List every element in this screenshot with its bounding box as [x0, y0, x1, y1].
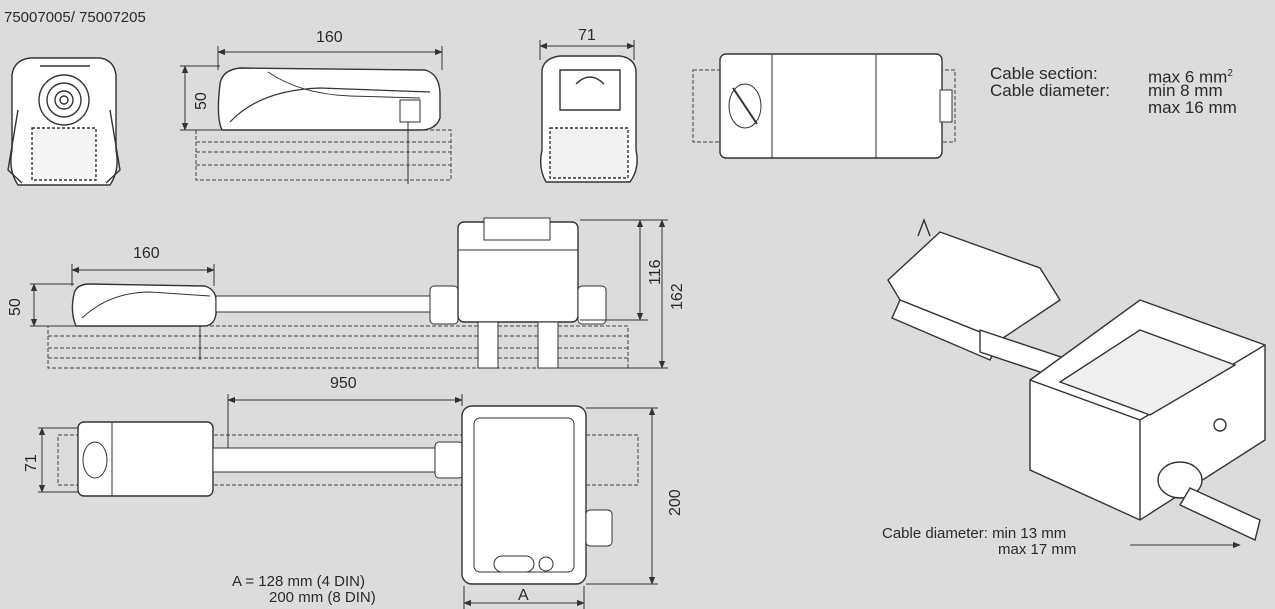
cable-section-value-text: max 6 mm: [1148, 67, 1228, 87]
isometric-view: [887, 218, 1266, 541]
iso-cable-min: min 13 mm: [992, 525, 1067, 542]
dim-cable-length: 950: [330, 375, 357, 392]
part-numbers: 75007005/ 75007205: [4, 9, 146, 26]
assembly-side-view: [47, 217, 629, 369]
dim-mid-length: 160: [133, 245, 160, 262]
cable-diameter-max: max 16 mm: [1148, 98, 1237, 117]
connector-side-view: [195, 67, 452, 184]
dimension-lines: [30, 40, 1241, 609]
cable-section-value: max 6 mm2: [1148, 65, 1233, 87]
dim-box-depth: 200: [667, 489, 684, 516]
iso-cable-max: max 17 mm: [998, 541, 1077, 558]
connector-plan-view: [692, 53, 956, 159]
cable-diameter-label: Cable diameter:: [990, 81, 1111, 100]
dim-box-height-inner: 116: [647, 259, 664, 285]
iso-cable-note: Cable diameter: min 13 mm max 17 mm: [882, 526, 1076, 558]
dim-top-height: 50: [193, 92, 210, 110]
dim-box-width-label: A: [518, 587, 529, 604]
cable-diameter-min: min 8 mm: [1148, 81, 1223, 100]
dim-top-length: 160: [316, 29, 343, 46]
cable-section-label: Cable section:: [990, 64, 1098, 83]
dim-plan-width: 71: [23, 454, 40, 472]
box-size-line2: 200 mm (8 DIN): [269, 589, 376, 606]
assembly-plan-view: [57, 405, 639, 585]
dim-end-width: 71: [578, 27, 596, 44]
cable-section-sup: 2: [1227, 68, 1233, 79]
box-size-line1: A = 128 mm (4 DIN): [232, 573, 365, 590]
dim-mid-height: 50: [7, 298, 24, 316]
dim-box-height-total: 162: [669, 283, 686, 310]
iso-cable-label: Cable diameter: min 13 mm: [882, 526, 1066, 542]
connector-end-view: [539, 55, 638, 183]
box-size-note: A = 128 mm (4 DIN) 200 mm (8 DIN): [232, 573, 376, 606]
connector-front-view: [7, 57, 121, 186]
iso-cable-label-text: Cable diameter:: [882, 525, 988, 542]
